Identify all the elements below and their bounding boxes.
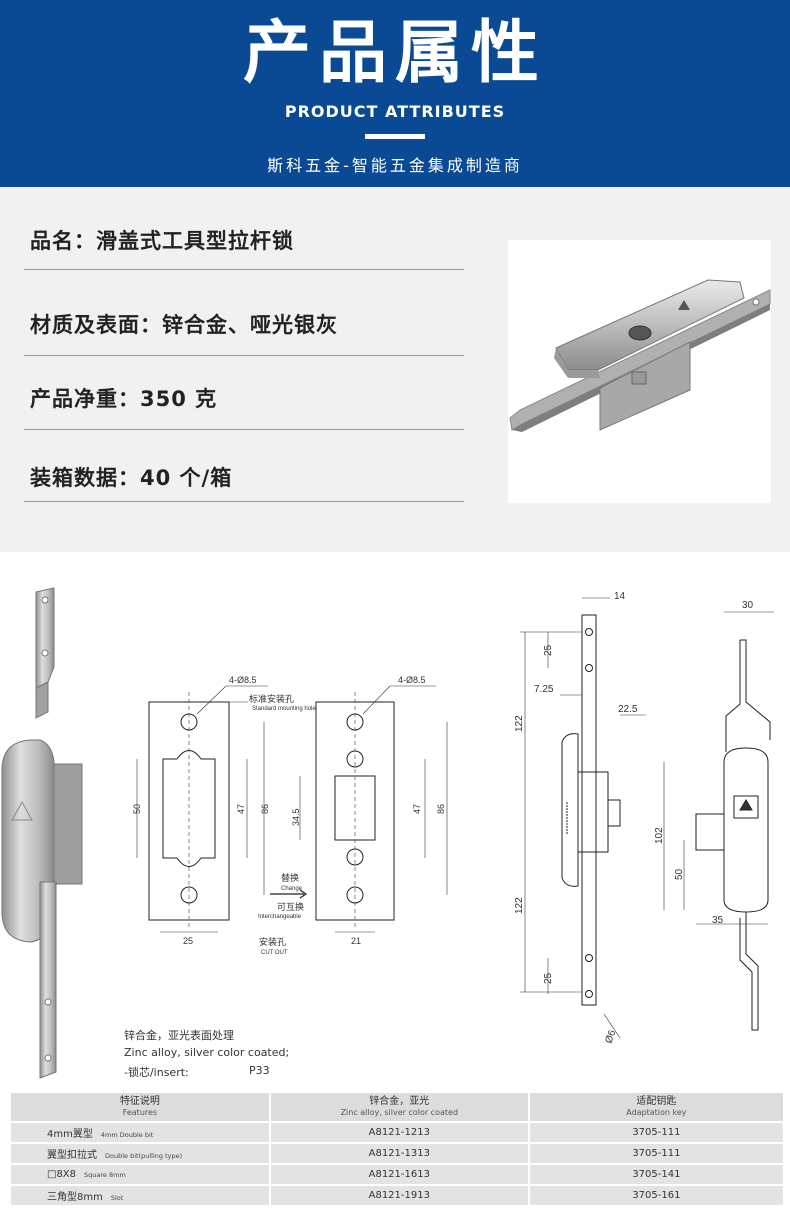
change-cn: 替换	[281, 872, 299, 883]
row-code: A8121-1313	[270, 1144, 528, 1163]
header-banner: 产品属性 PRODUCT ATTRIBUTES 斯科五金-智能五金集成制造商	[0, 0, 790, 187]
side-dim-122b: 122	[514, 897, 525, 914]
side-dim-25a: 25	[543, 644, 554, 656]
row-code: A8121-1913	[270, 1186, 528, 1205]
std-hole-cn: 标准安装孔	[249, 693, 294, 704]
std-hole-en: Standard mounting hole	[252, 706, 316, 712]
side-view	[561, 614, 621, 1006]
front-logo-text: UP	[741, 811, 749, 817]
right-dim-47: 47	[412, 804, 422, 814]
company-tagline: 斯科五金-智能五金集成制造商	[267, 156, 523, 175]
left-dim-86: 86	[260, 804, 270, 814]
front-dim-102: 102	[654, 827, 665, 844]
material-note-en: Zinc alloy, silver color coated;	[124, 1046, 290, 1059]
product-photo-lock-image	[509, 279, 771, 432]
material-note-cn: 锌合金，亚光表面处理	[124, 1029, 234, 1042]
side-dim-14: 14	[614, 591, 626, 602]
left-dim-50: 50	[132, 804, 142, 814]
right-dim-86: 86	[436, 804, 446, 814]
front-dim-35: 35	[712, 915, 724, 926]
side-dim-25b: 25	[543, 972, 554, 984]
right-holes-label: 4-Ø8.5	[398, 675, 426, 685]
cutout-cn: 安装孔	[259, 936, 286, 947]
attr-weight: 产品净重：350 克	[24, 383, 464, 430]
cutout-en: CUT OUT	[261, 950, 288, 956]
left-holes-label: 4-Ø8.5	[229, 675, 257, 685]
page-ref: P33	[249, 1064, 270, 1077]
change-en: Change	[281, 886, 303, 892]
row-key: 3705-111	[529, 1144, 783, 1163]
interchange-en: Interchangeable	[258, 914, 302, 920]
page-title: 产品属性	[242, 14, 547, 93]
row-code: A8121-1613	[270, 1165, 528, 1184]
title-divider	[365, 134, 425, 139]
insert-label: -锁芯/insert:	[124, 1066, 189, 1079]
attr-packing: 装箱数据：40 个/箱	[24, 462, 464, 502]
attr-material: 材质及表面：锌合金、哑光银灰	[24, 309, 464, 356]
attr-product-name: 品名：滑盖式工具型拉杆锁	[24, 225, 464, 270]
front-view	[695, 639, 771, 1031]
front-dim-50: 50	[674, 868, 685, 880]
front-dim-30: 30	[742, 600, 754, 611]
row-key: 3705-141	[529, 1165, 783, 1184]
technical-drawing-svg: 4-Ø8.5 4-Ø8.5 标准安装孔 Standard mounting ho…	[1, 587, 774, 1079]
side-dim-225: 22.5	[618, 704, 638, 715]
row-key: 3705-111	[529, 1123, 783, 1142]
product-photo	[508, 240, 771, 503]
left-dim-25: 25	[183, 936, 193, 946]
right-dim-345: 34.5	[291, 808, 301, 826]
side-dim-725: 7.25	[534, 684, 554, 695]
interchange-cn: 可互换	[277, 901, 304, 912]
attributes-panel: 品名：滑盖式工具型拉杆锁 材质及表面：锌合金、哑光银灰 产品净重：350 克 装…	[0, 187, 790, 552]
page-subtitle: PRODUCT ATTRIBUTES	[284, 102, 506, 121]
technical-drawing: 4-Ø8.5 4-Ø8.5 标准安装孔 Standard mounting ho…	[0, 552, 790, 1090]
lock-render	[1, 587, 83, 1079]
side-dim-d6: Ø6	[603, 1028, 618, 1045]
right-dim-21: 21	[351, 936, 361, 946]
side-dim-122a: 122	[514, 715, 525, 732]
row-code: A8121-1213	[270, 1123, 528, 1142]
left-dim-47: 47	[236, 804, 246, 814]
row-key: 3705-161	[529, 1186, 783, 1205]
